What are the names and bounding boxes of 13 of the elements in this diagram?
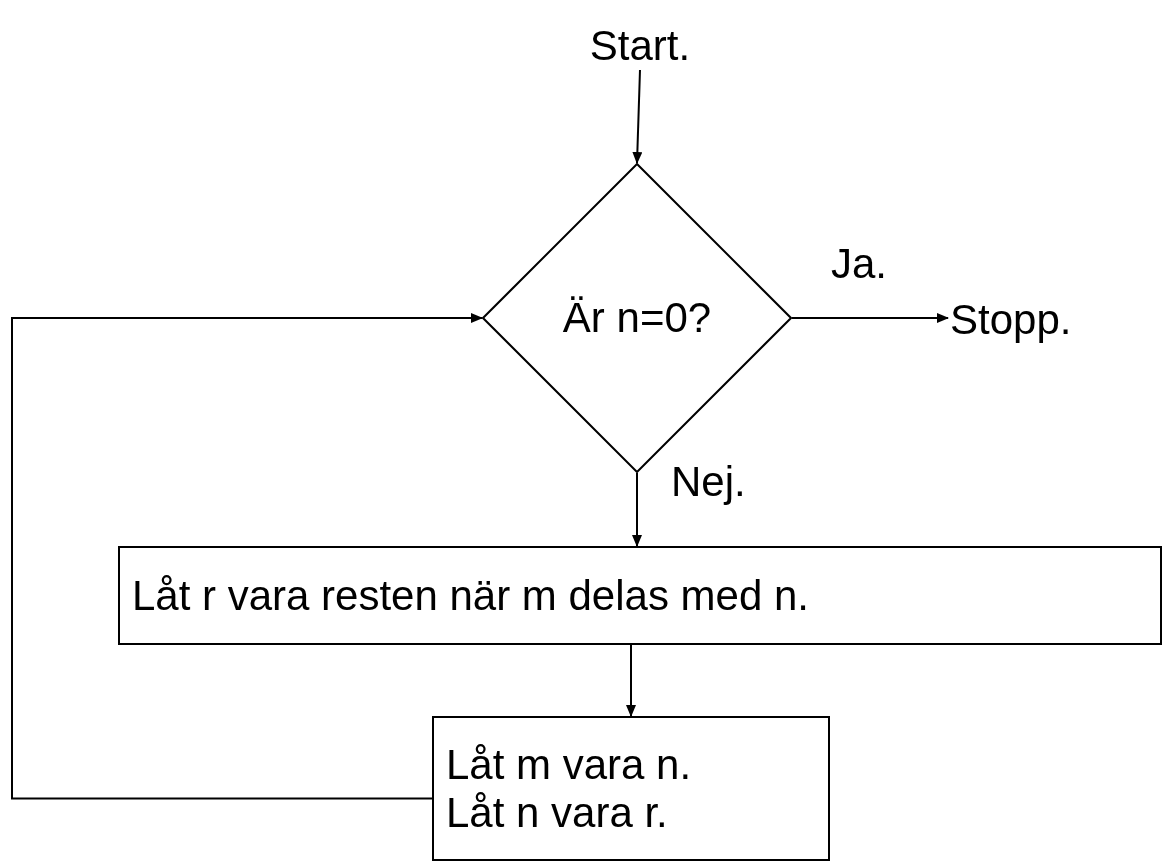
arrow xyxy=(11,313,483,800)
process-text: Låt r vara resten när m delas med n. xyxy=(132,572,809,619)
arrow xyxy=(626,644,636,717)
terminal-text: Start. xyxy=(589,22,691,70)
arrow xyxy=(632,472,642,547)
process-text: Låt n vara r. xyxy=(446,788,668,836)
process-text: Låt m vara n. xyxy=(446,741,692,789)
arrow xyxy=(632,69,643,164)
process-box xyxy=(118,546,1162,645)
decision-text: Är n=0? xyxy=(562,294,712,342)
arrow xyxy=(791,313,949,323)
process-box xyxy=(432,716,830,861)
terminal-text: Stopp. xyxy=(950,296,1072,344)
